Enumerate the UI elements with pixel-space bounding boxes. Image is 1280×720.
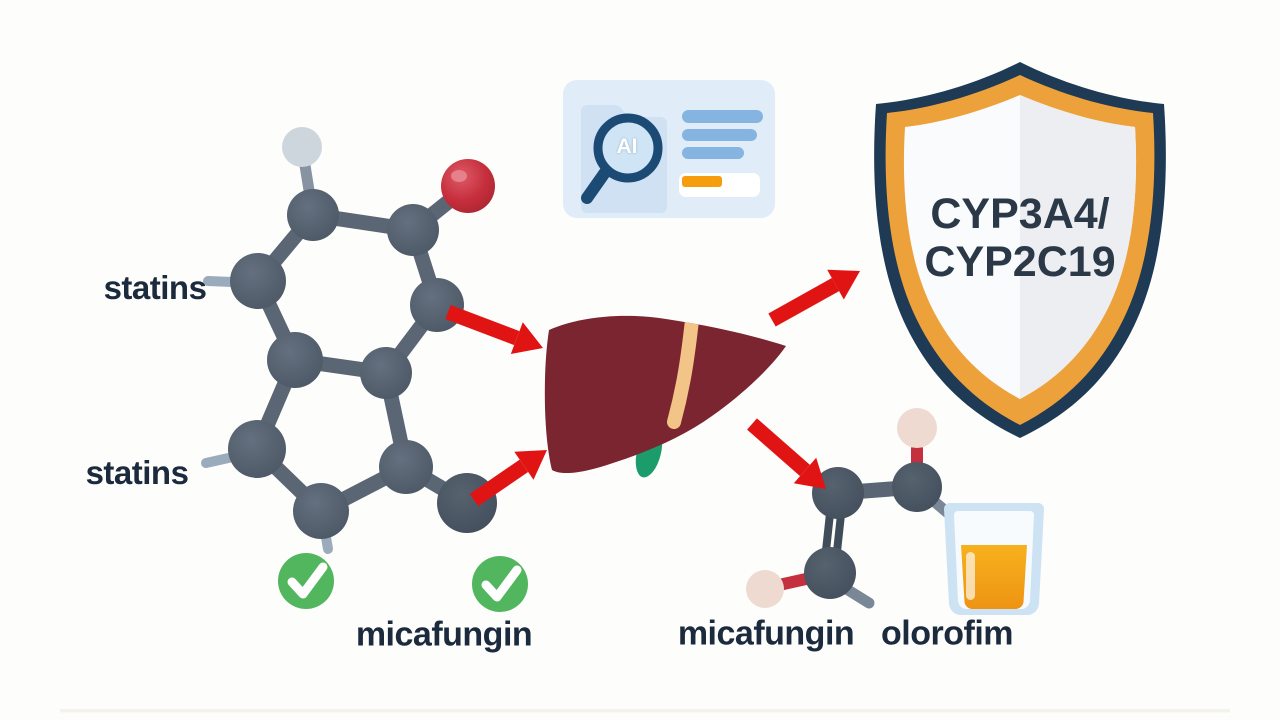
micafungin-label-left: micafungin	[355, 615, 533, 654]
carbon-atom	[379, 440, 433, 494]
carbon-atom	[804, 547, 856, 599]
progress-fill	[682, 176, 722, 187]
liver-icon	[544, 315, 786, 478]
oxygen-highlight	[451, 170, 467, 182]
text-line-bar	[682, 110, 763, 123]
metabolite-molecule	[746, 408, 961, 609]
check-glyph	[481, 565, 522, 602]
text-line-bar	[682, 147, 744, 159]
checkmark-icon	[472, 556, 528, 612]
red-arrow-icon	[469, 450, 547, 507]
shield-enzyme-line1: CYP3A4/	[930, 190, 1110, 238]
bottom-divider	[60, 709, 1230, 713]
statins-label-bottom: statins	[85, 454, 189, 491]
text-line-bar	[682, 129, 757, 141]
carbon-atom	[360, 347, 412, 399]
oxygen-atom	[441, 159, 495, 213]
shield-enzyme-label: CYP3A4/ CYP2C19	[924, 190, 1115, 286]
check-circle	[472, 556, 528, 612]
carbon-atom	[387, 204, 439, 256]
micafungin-label-right: micafungin	[677, 614, 855, 653]
ai-search-card	[563, 80, 775, 218]
red-arrow-icon	[747, 418, 826, 489]
carbon-atom	[230, 253, 286, 309]
statin-molecule	[201, 127, 497, 554]
magnifier-lens	[593, 113, 663, 183]
shield-enzyme-line2: CYP2C19	[924, 238, 1116, 286]
arrow-head	[827, 269, 860, 300]
red-arrow-icon	[445, 304, 543, 354]
bond-stub	[203, 276, 237, 287]
check-circle	[278, 553, 334, 609]
drink-glass-icon	[944, 503, 1044, 616]
arrow-shaft	[469, 459, 529, 507]
carbon-atom	[287, 189, 339, 241]
arrow-head	[510, 322, 543, 354]
arrow-shaft	[768, 278, 840, 327]
carbon-atom	[410, 278, 464, 332]
olorofim-label: olorofim	[881, 614, 1013, 653]
statins-label-top: statins	[103, 269, 207, 306]
check-glyph	[287, 562, 328, 599]
liver-ligament-band	[667, 315, 699, 429]
glass-liquid	[961, 545, 1027, 610]
shield-icon	[874, 62, 1166, 438]
liver-body	[544, 315, 786, 474]
red-arrow-icon	[768, 269, 860, 327]
hydrogen-atom	[746, 570, 784, 608]
carbon-atom	[293, 483, 349, 539]
arrow-shaft	[747, 418, 810, 477]
hydrogen-atom	[897, 408, 937, 448]
glass-highlight	[966, 552, 975, 600]
arrow-shaft	[445, 304, 520, 346]
ai-magnifier-icon	[581, 113, 663, 204]
ai-badge-label: AI	[616, 135, 638, 158]
carbon-atom	[812, 467, 864, 519]
checkmark-icon	[278, 553, 334, 609]
arrow-head	[514, 450, 547, 480]
carbon-atom	[267, 332, 323, 388]
hydrogen-atom	[282, 127, 322, 167]
carbon-atom	[892, 462, 942, 512]
arrow-head	[793, 457, 826, 489]
carbon-atom	[228, 420, 286, 478]
magnifier-handle	[581, 165, 612, 204]
